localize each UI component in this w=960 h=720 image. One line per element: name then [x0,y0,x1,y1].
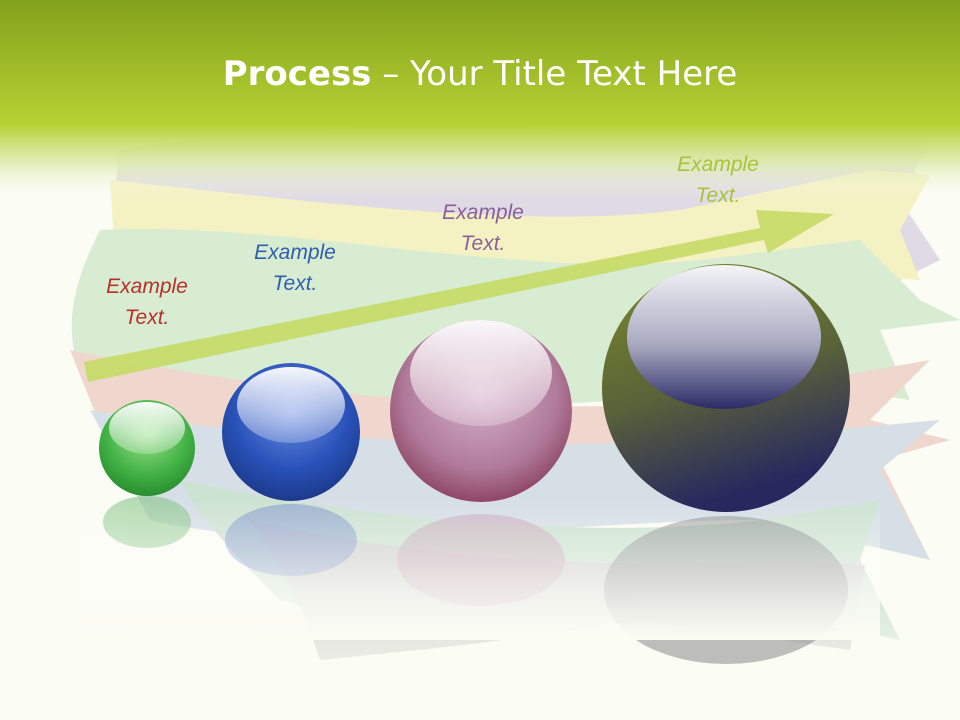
step-4-label: Example Text. [648,149,788,211]
title-bold: Process [222,54,372,94]
step-1-line2: Text. [124,306,170,329]
sphere-2 [222,363,360,501]
step-2-line1: Example [254,241,336,264]
step-3-line2: Text. [460,232,506,255]
step-4-line2: Text. [695,184,741,207]
step-1-line1: Example [106,275,188,298]
step-3-line1: Example [442,201,524,224]
step-3-label: Example Text. [413,197,553,259]
header-band [0,0,960,200]
step-4-line1: Example [677,153,759,176]
sphere-4 [602,264,850,512]
progress-arrow [84,210,834,382]
sphere-3 [390,320,572,502]
title-rest: – Your Title Text Here [371,54,738,94]
step-1-label: Example Text. [77,271,217,333]
step-2-label: Example Text. [225,237,365,299]
step-2-line2: Text. [272,272,318,295]
sphere-1 [99,400,195,496]
slide-title: Process – Your Title Text Here [0,48,960,100]
